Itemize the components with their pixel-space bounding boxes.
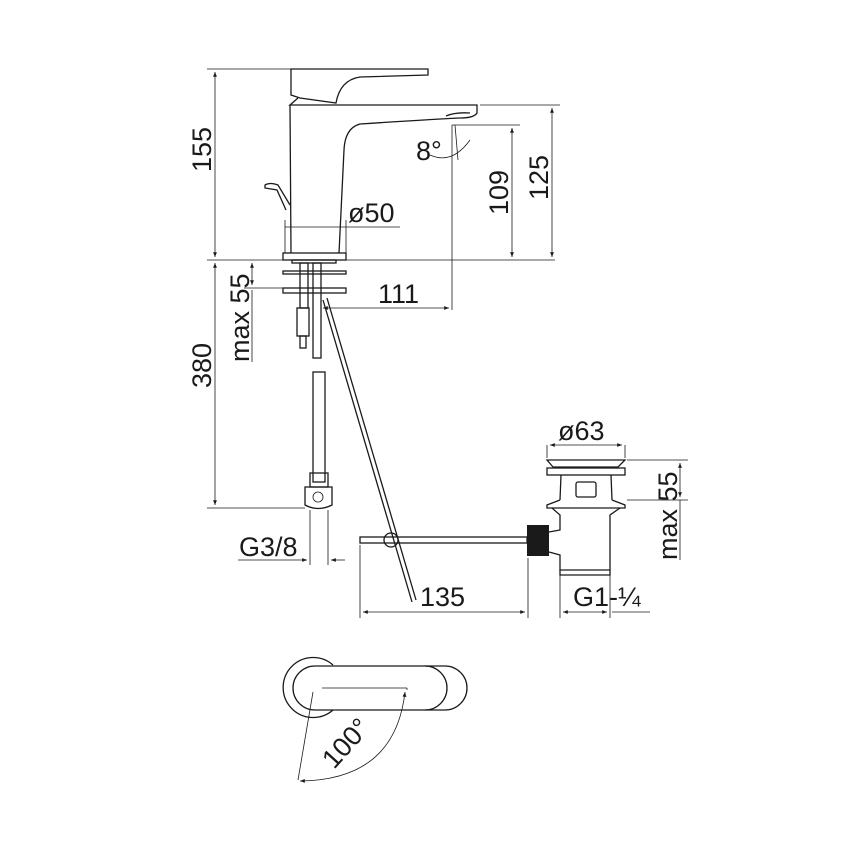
dimension-lines <box>207 68 688 618</box>
waste-valve <box>545 459 627 576</box>
dim-8-degree: 8° <box>416 136 442 166</box>
dim-111: 111 <box>378 279 419 309</box>
dim-380: 380 <box>187 343 217 388</box>
faucet-body <box>264 68 478 254</box>
supply-hose <box>304 371 333 510</box>
dim-125: 125 <box>524 155 554 200</box>
dim-waste-max55: max 55 <box>653 471 683 560</box>
dim-100-degree: 100° <box>316 712 376 774</box>
dim-g1-1-4: G1-¼ <box>573 582 641 612</box>
dim-g38: G3/8 <box>239 532 298 562</box>
dim-135: 135 <box>420 582 465 612</box>
dim-o63: ø63 <box>558 416 605 446</box>
base-plate <box>282 252 347 359</box>
handle-top-view <box>282 656 468 783</box>
pop-up-rod <box>322 297 549 603</box>
dim-109: 109 <box>484 170 514 215</box>
dim-max55: max 55 <box>225 273 255 362</box>
dim-155: 155 <box>187 127 217 172</box>
dim-o50: ø50 <box>348 198 395 228</box>
